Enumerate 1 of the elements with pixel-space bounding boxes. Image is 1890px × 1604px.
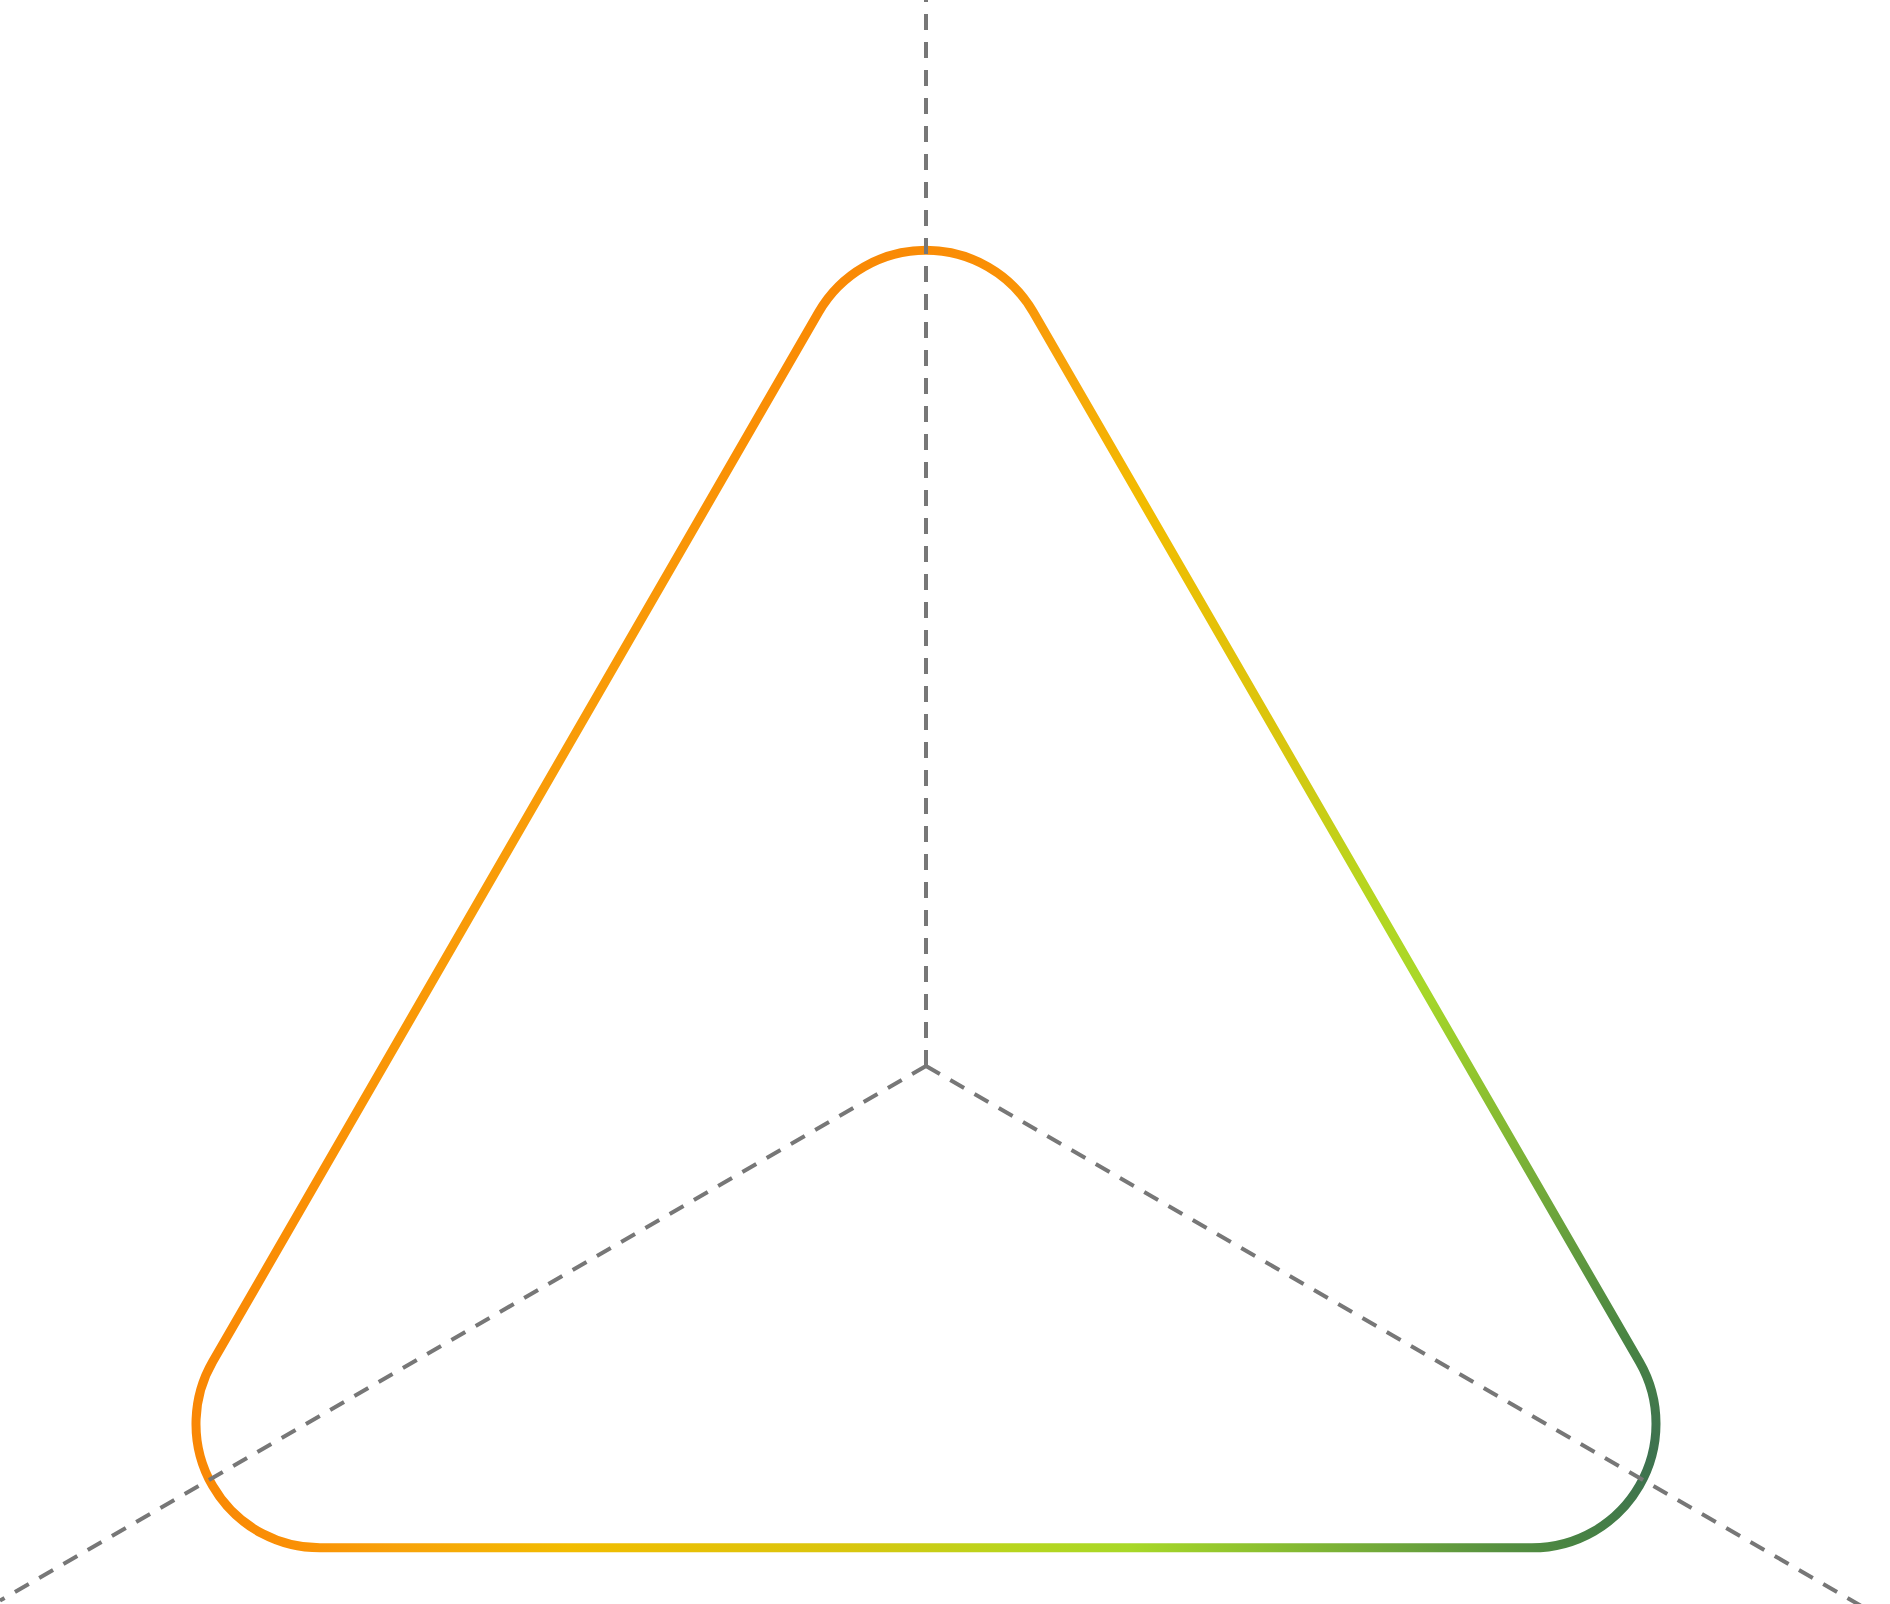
rounded-triangle <box>191 246 1661 1553</box>
